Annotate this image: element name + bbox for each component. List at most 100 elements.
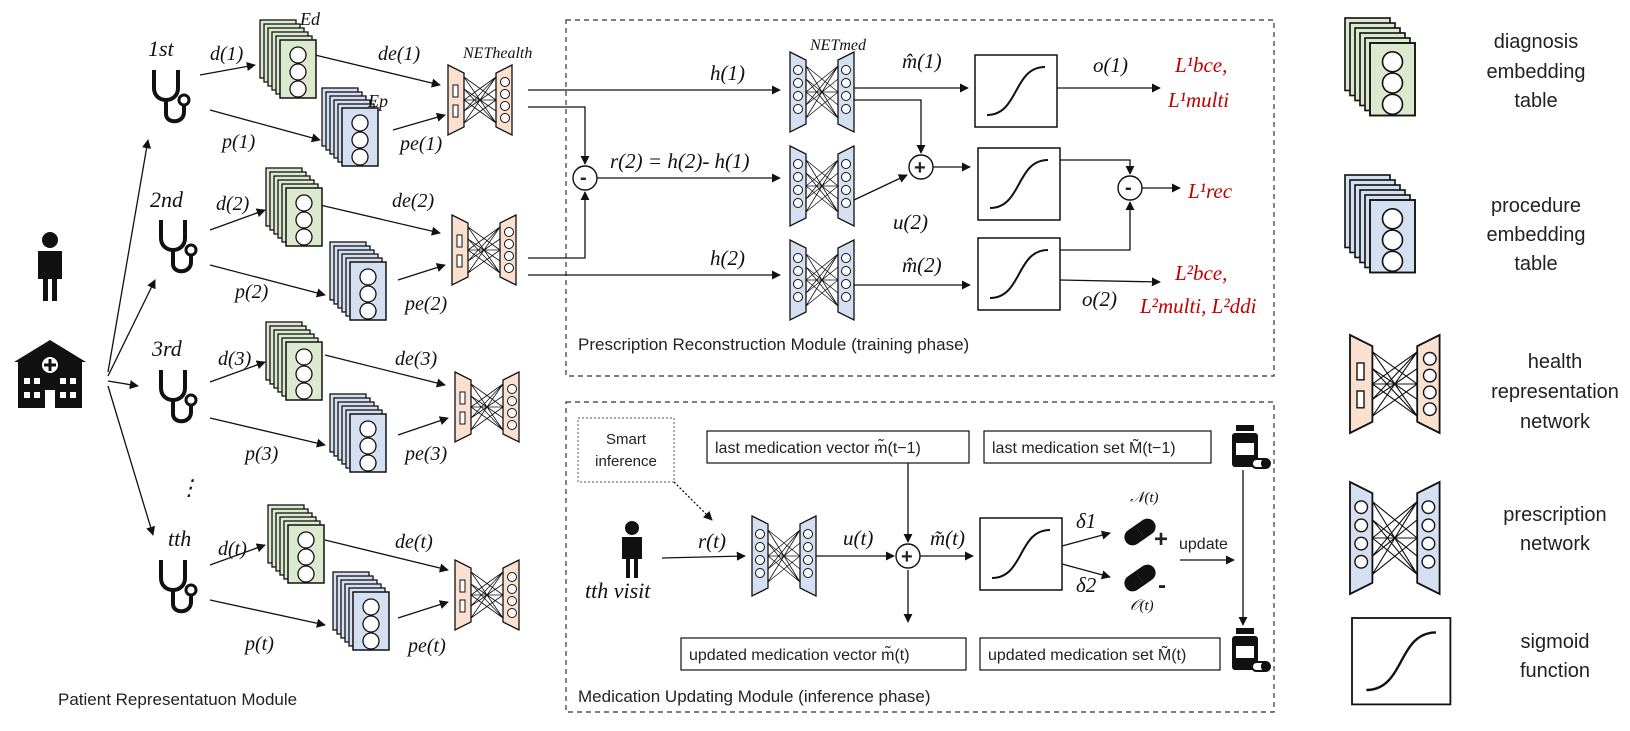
visit-1-label: 1st (148, 36, 175, 61)
new-set-label: 𝒩(t) (1130, 490, 1159, 506)
reconstruction-module (565, 19, 1275, 377)
last-medication-set-box (983, 430, 1212, 464)
legend-diagnosis-line3: table (1514, 90, 1557, 112)
last-medication-vector-box (706, 430, 970, 464)
legend-diagnosis-line1: diagnosis (1494, 31, 1579, 53)
updating-arrows (661, 463, 1248, 626)
sigmoid-box (977, 147, 1061, 221)
capsule-minus-sign: - (1158, 572, 1166, 599)
medicine-bottle-icon (1231, 627, 1271, 672)
capsule-plus-sign: + (1154, 526, 1168, 553)
updated-medication-set-box (979, 637, 1221, 671)
last-medication-vector: last medication vector m̃(t−1) (715, 437, 921, 457)
diagnosis-table (265, 321, 323, 401)
loss-bce-1: L¹bce, (1174, 53, 1227, 77)
m2-label: m̂(2) (902, 253, 942, 277)
loss-rec: L¹rec (1187, 179, 1233, 203)
legend-diagnosis-line2: embedding (1487, 61, 1586, 83)
legend-sigmoid-line1: sigmoid (1521, 631, 1590, 653)
sigmoid-box (974, 54, 1058, 128)
d2-label: d(2) (216, 193, 250, 215)
update-label: update (1179, 536, 1228, 553)
patient-icon (38, 232, 62, 301)
h1-label: h(1) (710, 61, 745, 85)
updated-medication-vector-box (680, 637, 967, 671)
procedure-table (329, 393, 387, 473)
d3-label: d(3) (218, 348, 252, 370)
legend-prescription-line2: network (1520, 533, 1591, 555)
legend-health-line3: network (1520, 411, 1591, 433)
o1-label: o(1) (1093, 53, 1128, 77)
updated-medication-set: updated medication set M̃(t) (988, 644, 1186, 664)
u2-label: u(2) (893, 210, 928, 234)
procedure-table (329, 241, 387, 321)
legend-procedure-line1: procedure (1491, 195, 1581, 217)
smart-inference-line2: inference (595, 453, 657, 470)
visit-patient-icon (622, 521, 642, 578)
delta1-label: δ1 (1076, 509, 1096, 533)
health-network (454, 559, 520, 631)
pe2-label: pe(2) (403, 293, 448, 315)
visit-ellipsis: ⋮ (178, 475, 200, 500)
net-health-label: NEThealth (462, 45, 532, 62)
legend-procedure-table (1344, 174, 1416, 274)
health-network (447, 64, 513, 136)
diagnosis-table (265, 167, 323, 247)
stethoscope-icon (159, 368, 198, 424)
visit-t-caption: tth visit (585, 578, 651, 603)
mt-label: m̃(t) (930, 526, 965, 550)
legend: diagnosis embedding table procedure embe… (1344, 17, 1619, 706)
procedure-table (332, 571, 390, 651)
ep-label: Ep (367, 91, 388, 111)
fan-arrows (107, 139, 156, 536)
pet-label: pe(t) (406, 635, 446, 657)
patient-arrows (199, 54, 449, 628)
legend-health-line1: health (1528, 351, 1583, 373)
reconstruction-module-title: Prescription Reconstruction Module (trai… (578, 335, 969, 354)
pe3-label: pe(3) (403, 443, 448, 465)
de1-label: de(1) (378, 43, 421, 65)
loss-bce-2: L²bce, (1174, 261, 1227, 285)
sigmoid-box (979, 517, 1063, 591)
legend-diagnosis-table (1344, 17, 1416, 117)
prescription-network (789, 239, 855, 321)
ut-label: u(t) (843, 526, 873, 550)
prescription-network (789, 51, 855, 133)
rt-label: r(t) (698, 529, 726, 553)
last-medication-set: last medication set M̃(t−1) (992, 437, 1176, 457)
add-sign: + (914, 157, 926, 179)
h2-label: h(2) (710, 246, 745, 270)
visit-t-label: tth (168, 526, 191, 551)
updating-module (565, 401, 1275, 713)
d1-label: d(1) (210, 43, 244, 65)
legend-prescription-line1: prescription (1503, 504, 1606, 526)
subtract-sign: - (580, 167, 587, 189)
delta2-label: δ2 (1076, 573, 1097, 597)
de3-label: de(3) (395, 348, 438, 370)
updating-module-title: Medication Updating Module (inference ph… (578, 687, 930, 706)
m1-label: m̂(1) (902, 49, 942, 73)
legend-sigmoid-line2: function (1520, 660, 1590, 682)
stethoscope-icon (159, 218, 198, 274)
prescription-network (751, 515, 817, 597)
hospital-icon (14, 340, 86, 408)
sigmoid-box (977, 237, 1061, 311)
patient-module-title: Patient Representatuon Module (58, 690, 297, 709)
r2-label: r(2) = h(2)- h(1) (610, 149, 750, 173)
loss-multi-ddi-2: L²multi, L²ddi (1139, 294, 1257, 318)
inference-add-sign: + (901, 546, 913, 568)
rec-subtract-sign: - (1125, 177, 1132, 199)
old-set-label: 𝒪(t) (1130, 598, 1154, 614)
o2-label: o(2) (1082, 287, 1117, 311)
p2-label: p(2) (233, 281, 269, 303)
legend-procedure-line3: table (1514, 253, 1557, 275)
legend-sigmoid-box (1350, 616, 1452, 706)
visit-2-label: 2nd (150, 187, 184, 212)
smart-inference-box (577, 417, 675, 483)
stethoscope-icon (152, 68, 191, 124)
updated-medication-vector: updated medication vector m̃(t) (689, 644, 910, 664)
p3-label: p(3) (243, 443, 279, 465)
p1-label: p(1) (220, 131, 256, 153)
det-label: de(t) (395, 531, 433, 553)
